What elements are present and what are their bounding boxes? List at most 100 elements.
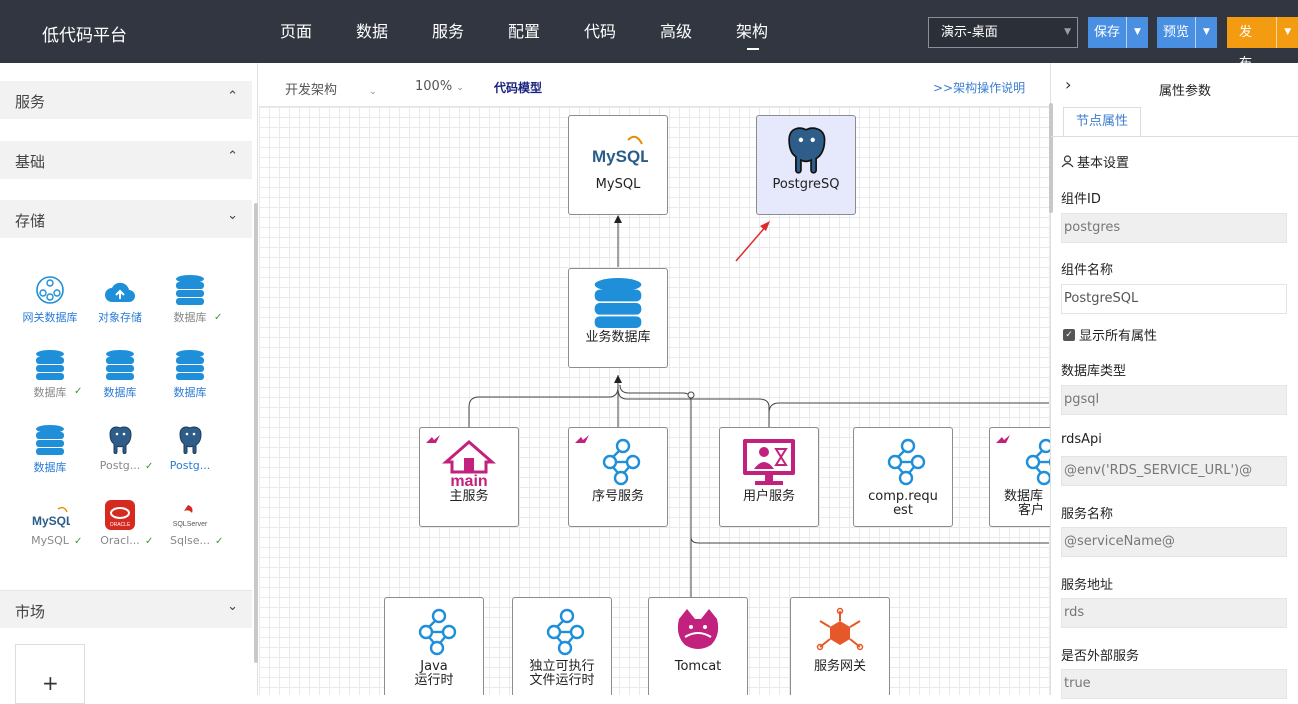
palette-item-gateway-db[interactable]: 网关数据库 — [15, 272, 85, 332]
palette-item-database[interactable]: 数据库 — [85, 347, 155, 407]
node-business-db[interactable]: 业务数据库 — [568, 268, 668, 368]
palette-item-postgresql[interactable]: Postg... — [85, 422, 155, 482]
oracle-icon: ORACLE — [85, 497, 155, 531]
plus-icon: + — [42, 671, 59, 695]
palette-label: MySQL — [31, 534, 69, 547]
palette-label: 数据库 — [173, 386, 207, 399]
node-label: 序号服务 — [591, 489, 644, 504]
palette-item-database[interactable]: 数据库 — [15, 347, 85, 407]
palette-label: Postg... — [169, 459, 211, 472]
nav-page[interactable]: 页面 — [279, 22, 312, 41]
app-brand: 低代码平台 — [42, 26, 127, 46]
save-button[interactable]: 保存 — [1094, 25, 1121, 40]
database-icon — [155, 272, 225, 306]
preview-dropdown-icon[interactable]: ▼ — [1195, 17, 1217, 48]
mysql-logo-text: MySQL — [592, 147, 648, 166]
palette-label: 网关数据库 — [22, 311, 78, 324]
tab-node-properties[interactable]: 节点属性 — [1063, 107, 1141, 137]
field-label-service-address: 服务地址 — [1061, 578, 1114, 593]
field-label-rds-api: rdsApi — [1061, 432, 1102, 447]
palette-item-database[interactable]: 数据库 — [155, 347, 225, 407]
node-service-gateway[interactable]: 服务网关 — [790, 597, 890, 695]
section-market[interactable]: 市场 ⌄ — [0, 590, 252, 628]
palette-label: 数据库 — [33, 461, 67, 474]
chevron-down-icon: ⌄ — [227, 599, 238, 614]
palette-label: 数据库 — [33, 386, 67, 399]
chevron-up-icon: ⌃ — [227, 89, 238, 104]
nav-data[interactable]: 数据 — [355, 22, 388, 41]
node-tomcat[interactable]: Tomcat — [648, 597, 748, 695]
view-value: 开发架构 — [285, 83, 338, 98]
chevron-down-icon: ⌄ — [369, 87, 377, 97]
nav-advanced[interactable]: 高级 — [659, 22, 692, 41]
node-main-service[interactable]: main 主服务 — [419, 427, 519, 527]
service-name-field[interactable]: @serviceName@ — [1061, 527, 1287, 557]
right-scrollbar[interactable] — [1049, 103, 1053, 213]
user-icon — [1061, 155, 1074, 168]
palette-item-sqlserver[interactable]: SQLServer Sqlse... — [155, 497, 225, 557]
rds-api-field[interactable]: @env('RDS_SERVICE_URL')@ — [1061, 456, 1287, 486]
user-monitor-icon — [720, 428, 818, 490]
section-title: 基本设置 — [1077, 156, 1130, 171]
view-select[interactable]: 开发架构 ⌄ — [285, 79, 377, 98]
code-model-link[interactable]: 代码模型 — [494, 81, 543, 95]
node-java-runtime[interactable]: Java 运行时 — [384, 597, 484, 695]
tab-divider — [1051, 136, 1298, 137]
architecture-help-link[interactable]: >>架构操作说明 — [933, 81, 1026, 95]
component-name-field[interactable]: PostgreSQL — [1061, 284, 1287, 314]
node-postgres[interactable]: PostgreSQ — [756, 115, 856, 215]
publish-button[interactable]: 发布 — [1239, 25, 1253, 71]
section-label: 服务 — [15, 93, 46, 111]
palette-label: Oracl... — [100, 534, 140, 547]
node-label: MySQL — [595, 177, 641, 192]
palette-label: Postg... — [99, 459, 141, 472]
node-comp-request[interactable]: comp.requ est — [853, 427, 953, 527]
nav-config[interactable]: 配置 — [507, 22, 540, 41]
preview-button[interactable]: 预览 — [1163, 25, 1190, 40]
service-address-field[interactable]: rds — [1061, 598, 1287, 628]
section-basic[interactable]: 基础 ⌃ — [0, 141, 252, 179]
sqlserver-logo-text: SQLServer — [173, 521, 208, 528]
database-icon — [85, 347, 155, 381]
nav-service[interactable]: 服务 — [431, 22, 464, 41]
node-sequence-service[interactable]: 序号服务 — [568, 427, 668, 527]
section-services[interactable]: 服务 ⌃ — [0, 81, 252, 119]
add-market-item-button[interactable]: + — [15, 644, 85, 704]
check-icon: ✓ — [214, 312, 223, 323]
palette-label: 数据库 — [103, 386, 137, 399]
environment-select[interactable]: 演示-桌面 ▼ — [928, 17, 1078, 48]
architecture-canvas[interactable]: MySQL MySQL PostgreSQ 业务数据库 main 主服务 序号服… — [259, 107, 1050, 695]
node-user-service[interactable]: 用户服务 — [719, 427, 819, 527]
zoom-select[interactable]: 100% ⌄ — [415, 79, 464, 94]
bird-tag-icon — [996, 434, 1010, 449]
checkbox-label: 显示所有属性 — [1079, 329, 1158, 344]
section-storage[interactable]: 存储 ⌄ — [0, 200, 252, 238]
show-all-properties-checkbox[interactable]: ✓ 显示所有属性 — [1063, 325, 1157, 344]
collapse-right-icon[interactable]: › — [1065, 75, 1072, 94]
palette-item-postgresql[interactable]: Postg... — [155, 422, 225, 482]
node-label: 业务数据库 — [585, 330, 651, 345]
nav-architecture[interactable]: 架构 — [714, 0, 790, 63]
node-db-client[interactable]: 数据库 客户 — [989, 427, 1050, 527]
save-dropdown-icon[interactable]: ▼ — [1126, 17, 1148, 48]
postgresql-icon — [757, 116, 855, 178]
node-label: 客户 — [1018, 503, 1045, 518]
node-label: est — [893, 503, 913, 518]
node-label: 服务网关 — [813, 659, 866, 674]
node-label: 独立可执行 — [529, 659, 595, 674]
database-icon — [155, 347, 225, 381]
section-label: 基础 — [15, 153, 46, 171]
palette-item-database[interactable]: 数据库 — [15, 422, 85, 482]
palette-item-object-storage[interactable]: 对象存储 — [85, 272, 155, 332]
node-executable-runtime[interactable]: 独立可执行 文件运行时 — [512, 597, 612, 695]
node-mysql[interactable]: MySQL MySQL — [568, 115, 668, 215]
left-scrollbar[interactable] — [254, 203, 258, 663]
palette-item-database[interactable]: 数据库 — [155, 272, 225, 332]
nav-code[interactable]: 代码 — [583, 22, 616, 41]
external-service-field[interactable]: true — [1061, 669, 1287, 699]
db-type-field[interactable]: pgsql — [1061, 385, 1287, 415]
component-id-field[interactable]: postgres — [1061, 213, 1287, 243]
palette-item-mysql[interactable]: MySQL MySQL — [15, 497, 85, 557]
palette-item-oracle[interactable]: ORACLE Oracl... — [85, 497, 155, 557]
publish-dropdown-icon[interactable]: ▼ — [1276, 17, 1298, 48]
